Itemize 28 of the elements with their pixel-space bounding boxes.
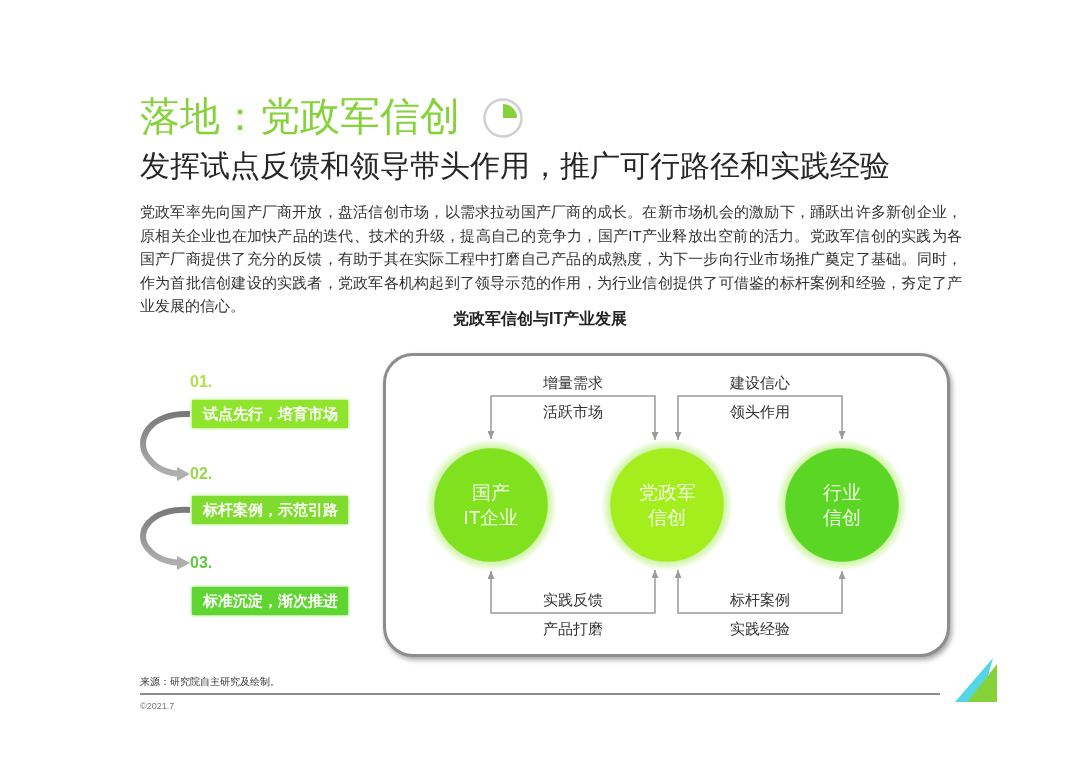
elbow-arrow — [487, 395, 659, 441]
edge-label: 建设信心 — [728, 373, 792, 393]
circle-node: 国产IT企业 — [425, 439, 557, 571]
elbow-arrow — [674, 395, 846, 441]
flow-label: 领头作用 — [728, 402, 792, 422]
step-box: 标准沉淀，渐次推进 — [192, 587, 348, 615]
curved-arrow — [140, 507, 190, 570]
circle-node: 党政军信创 — [601, 439, 733, 571]
flow-label: 产品打磨 — [541, 619, 605, 639]
copyright-note: ©2021.7 — [140, 700, 175, 712]
step-box: 标杆案例，示范引路 — [192, 496, 348, 524]
elbow-arrow — [674, 569, 846, 614]
step-number: 03. — [190, 553, 213, 573]
title: 落地：党政军信创 — [140, 93, 460, 140]
step-number: 01. — [190, 372, 213, 392]
edge-label: 实践反馈 — [541, 590, 605, 610]
source-note: 来源：研究院自主研究及绘制。 — [140, 675, 280, 689]
flow-label: 实践经验 — [728, 619, 792, 639]
edge-label: 增量需求 — [541, 373, 605, 393]
curved-arrow — [140, 411, 191, 481]
step-box: 试点先行，培育市场 — [192, 400, 348, 428]
rounded-panel — [383, 353, 950, 657]
edge-label: 标杆案例 — [728, 590, 792, 610]
elbow-arrow — [487, 569, 659, 614]
step-number: 02. — [190, 464, 213, 484]
subtitle: 发挥试点反馈和领导带头作用，推广可行路径和实践经验 — [140, 148, 890, 184]
flow-label: 活跃市场 — [541, 402, 605, 422]
circle-node: 行业信创 — [776, 439, 908, 571]
